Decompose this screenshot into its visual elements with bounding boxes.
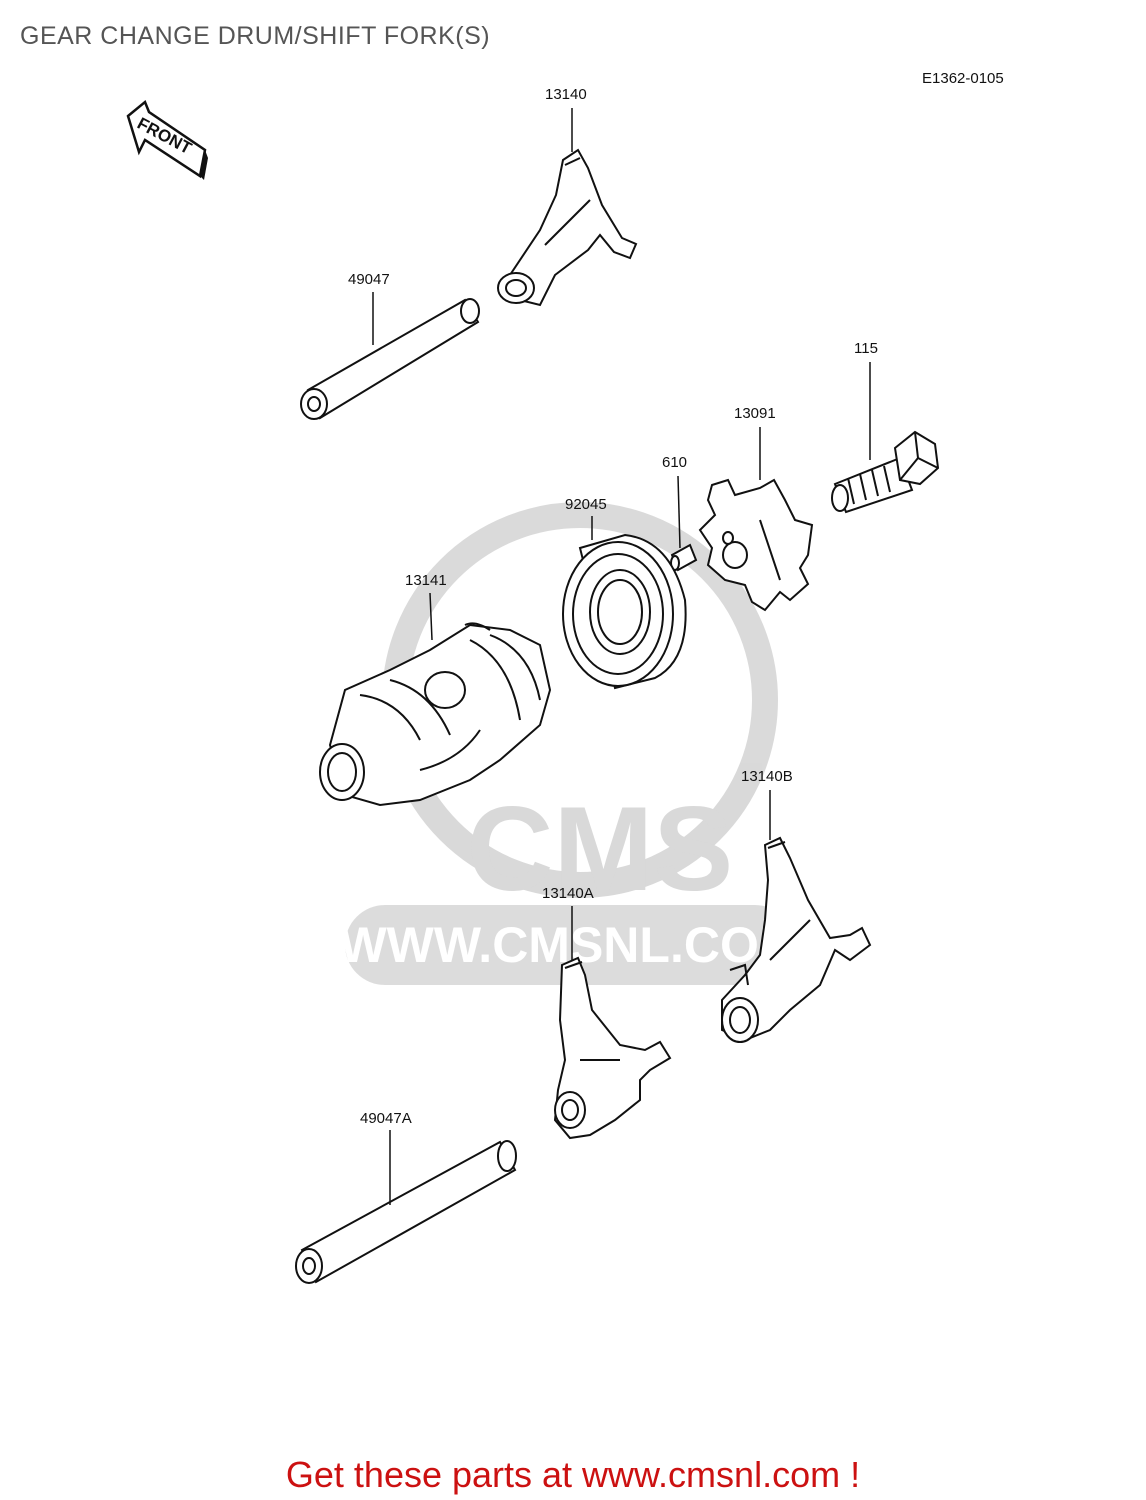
leader-lines <box>372 108 871 1205</box>
shift-fork-13140B <box>721 836 872 1043</box>
part-label-13140A[interactable]: 13140A <box>542 885 594 902</box>
diagram-code: E1362-0105 <box>922 70 1004 87</box>
part-label-13141[interactable]: 13141 <box>405 572 447 589</box>
gear-change-drum-13141 <box>319 622 552 807</box>
part-label-49047A[interactable]: 49047A <box>360 1110 412 1127</box>
front-arrow-icon: FRONT <box>126 99 208 180</box>
footer-cta-link[interactable]: Get these parts at www.cmsnl.com ! <box>285 1454 861 1495</box>
shift-fork-13140 <box>497 148 638 307</box>
shift-fork-13140A <box>553 956 672 1140</box>
page-title: GEAR CHANGE DRUM/SHIFT FORK(S) <box>20 22 491 50</box>
part-label-92045[interactable]: 92045 <box>565 496 607 513</box>
part-label-49047[interactable]: 49047 <box>348 271 390 288</box>
part-label-13140B[interactable]: 13140B <box>741 768 793 785</box>
shift-rod-49047A <box>295 1140 517 1284</box>
bearing-92045 <box>562 533 687 690</box>
part-label-115[interactable]: 115 <box>854 340 878 357</box>
part-label-13140[interactable]: 13140 <box>545 86 587 103</box>
drum-pin-plate-13091 <box>698 478 814 612</box>
part-label-610[interactable]: 610 <box>662 454 688 471</box>
parts-artwork <box>295 148 940 1284</box>
shift-rod-49047 <box>300 298 480 420</box>
part-label-13091[interactable]: 13091 <box>734 405 776 422</box>
bolt-115 <box>831 430 940 514</box>
watermark-brand: CMS <box>467 782 734 916</box>
